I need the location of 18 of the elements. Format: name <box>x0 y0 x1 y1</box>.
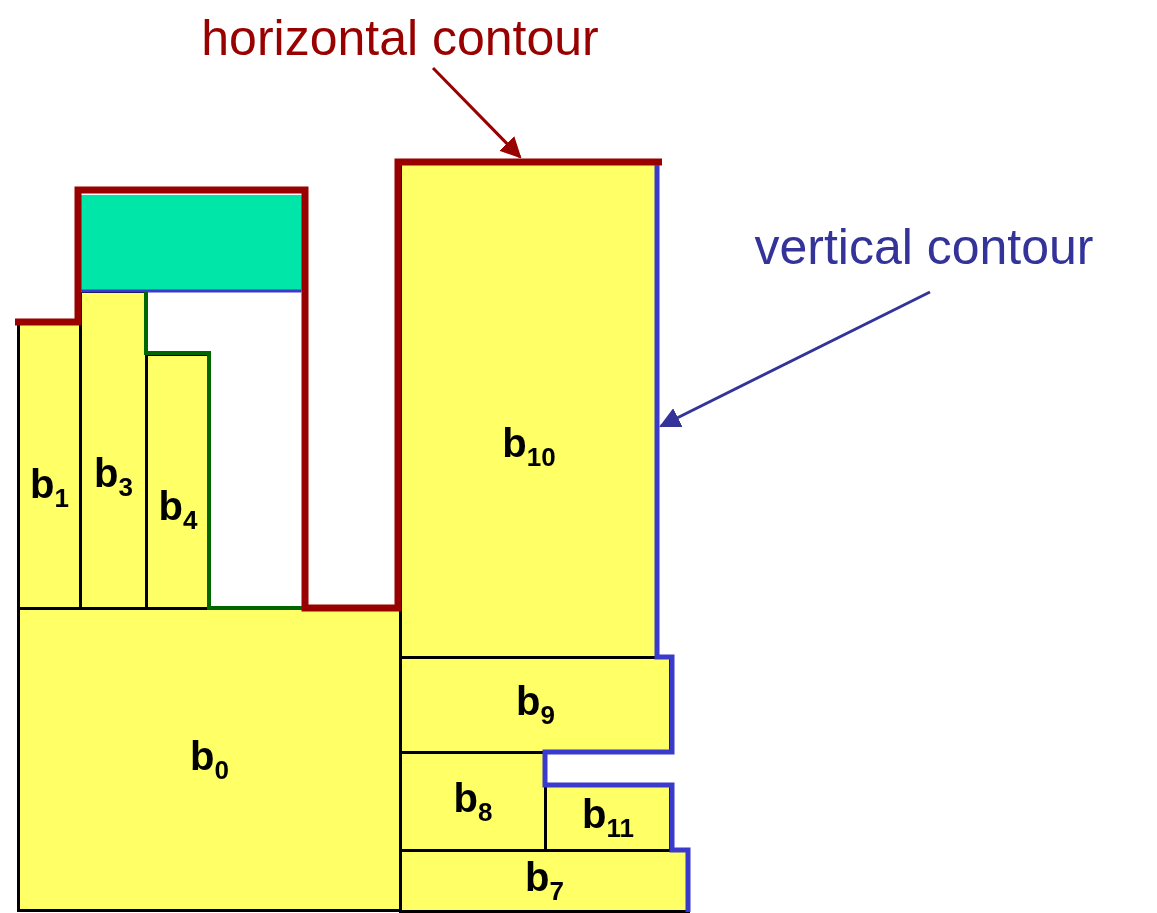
block-rectangle <box>399 656 672 754</box>
block-rectangle <box>399 849 690 913</box>
block-label: b$_{7}$ <box>525 857 564 905</box>
block-label: b$_{1}$ <box>30 464 69 512</box>
block-rectangle <box>17 607 402 912</box>
block-label: b$_{11}$ <box>582 794 634 842</box>
leader-arrow <box>659 290 931 428</box>
contour-line <box>15 158 662 612</box>
block-label: b$_{10}$ <box>502 423 556 471</box>
block-label: b$_{9}$ <box>516 681 555 729</box>
contour-label: vertical contour <box>704 218 1144 276</box>
block-label: b$_{0}$ <box>190 735 229 784</box>
leader-arrow <box>431 66 522 159</box>
block-label: b$_{8}$ <box>453 777 493 826</box>
block-label: b$_{4}$ <box>158 486 198 534</box>
contour-label: horizontal contour <box>140 8 660 68</box>
block-rectangle <box>399 751 547 852</box>
block-label: b$_{3}$ <box>94 453 133 501</box>
